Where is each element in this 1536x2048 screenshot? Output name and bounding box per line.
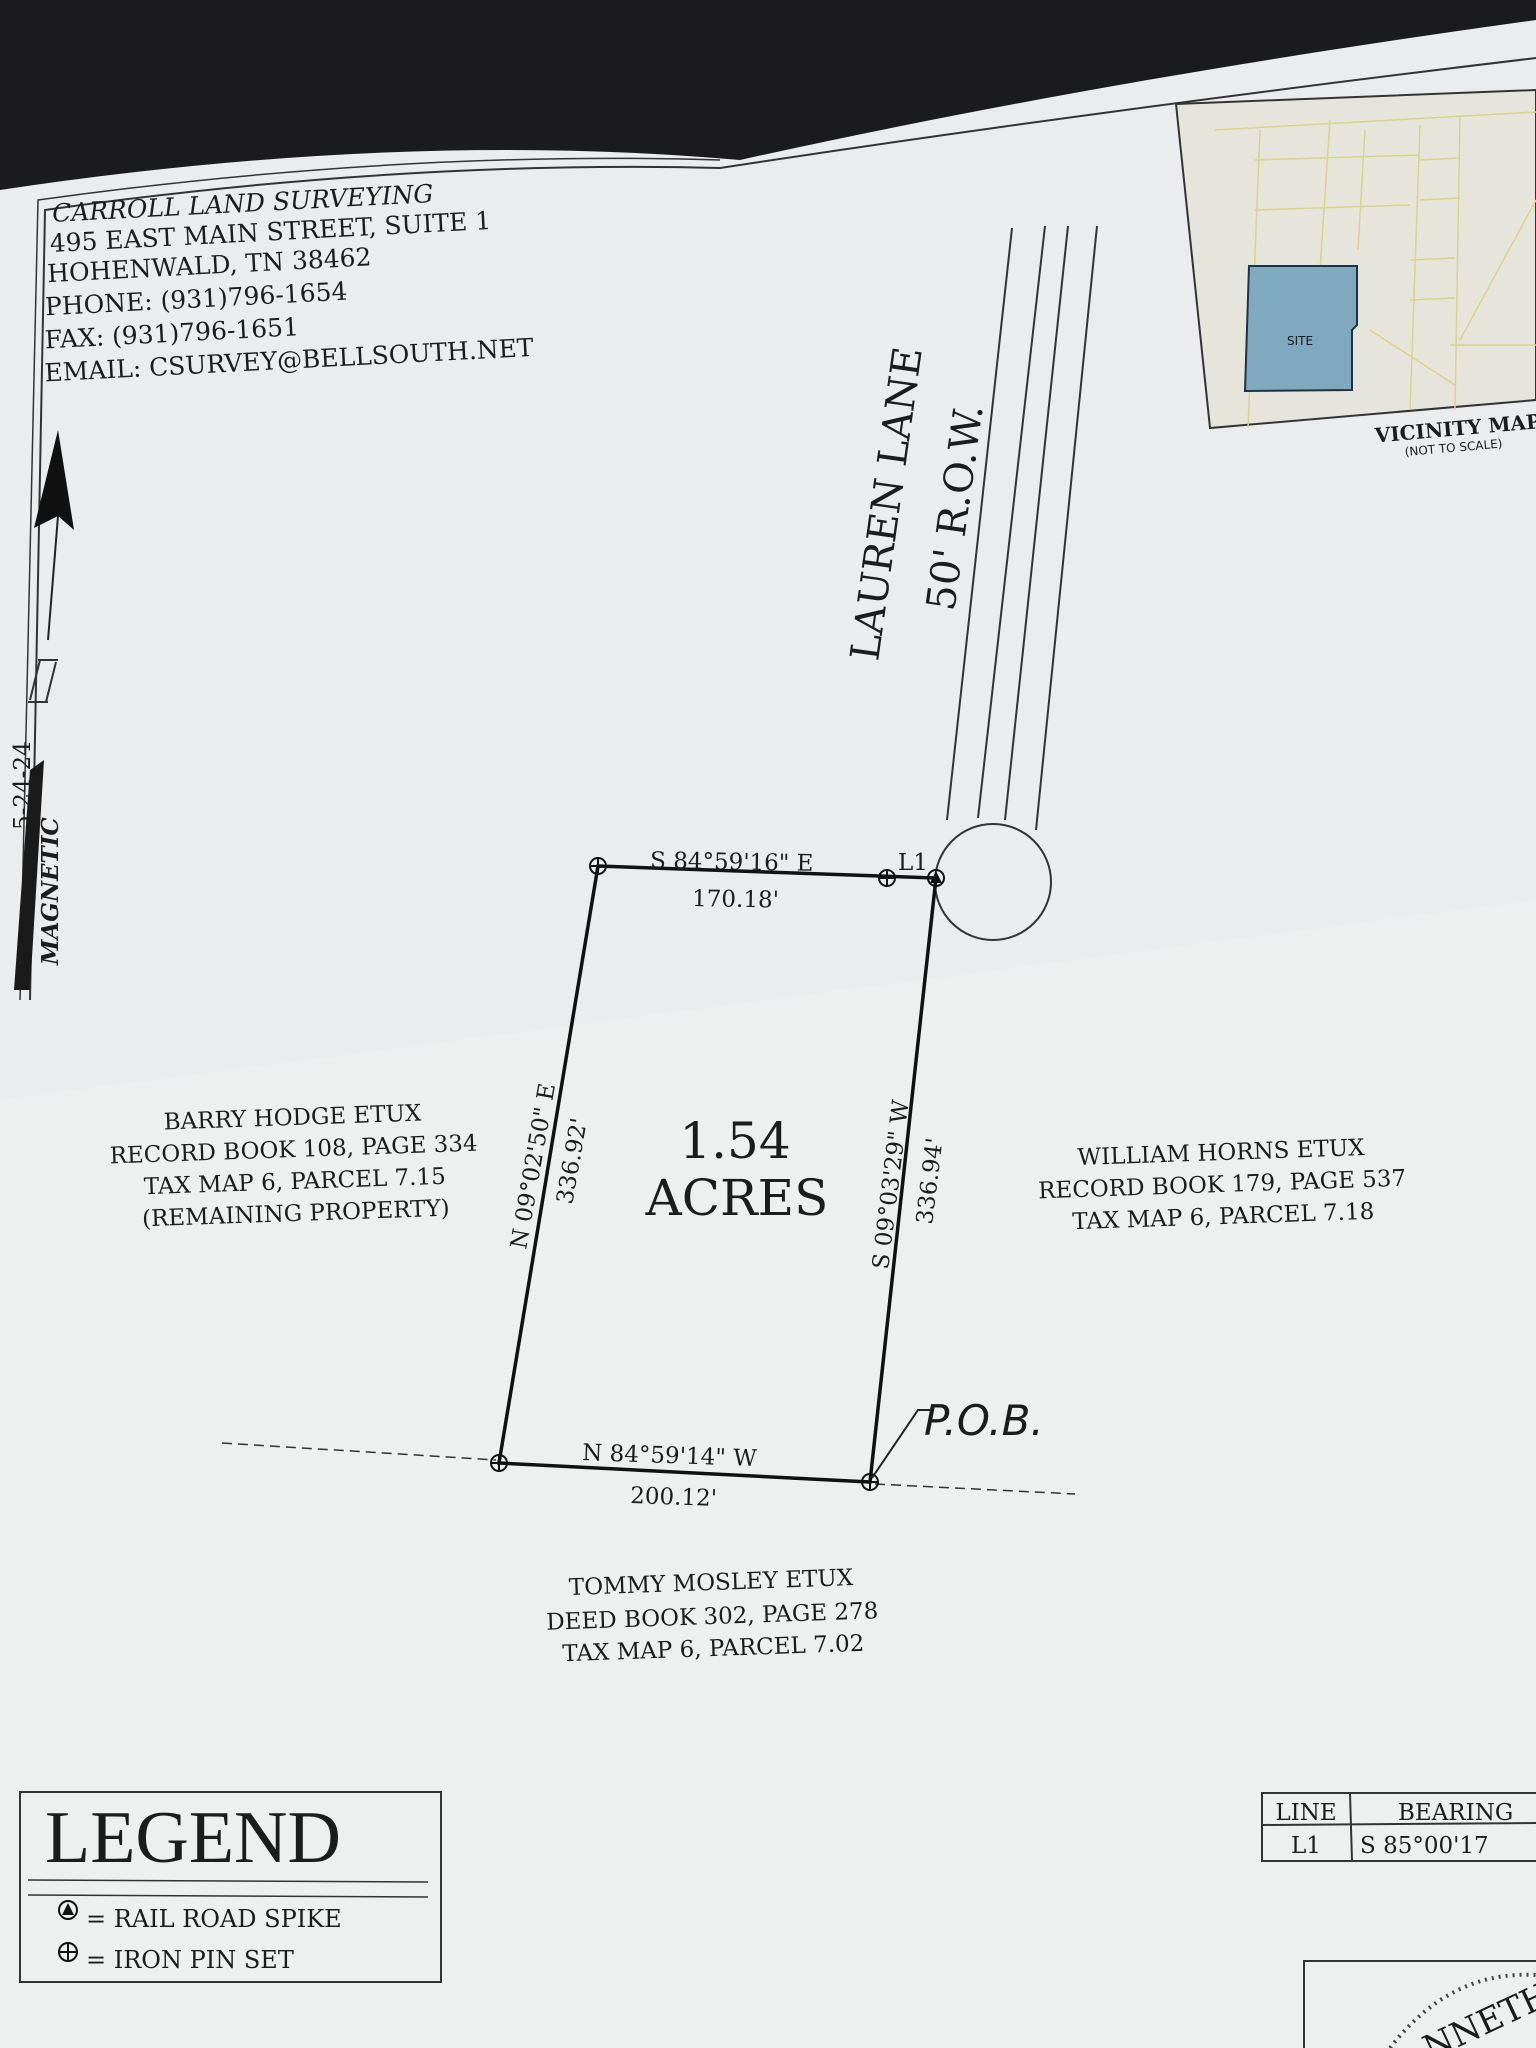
line-table-header-bearing: BEARING (1398, 1800, 1513, 1826)
rail-road-spike-icon (927, 869, 945, 887)
lauren-lane-road (934, 225, 1098, 941)
rail-road-spike-icon (58, 1900, 78, 1920)
acreage-unit: ACRES (645, 1169, 829, 1227)
iron-pin-set-icon (490, 857, 896, 1491)
magnetic-date: 5-24-24 (10, 741, 36, 830)
iron-pin-set-icon (58, 1942, 78, 1962)
legend-title: LEGEND (45, 1797, 341, 1879)
legend: LEGEND = RAIL ROAD SPIKE = IRON PIN SET (19, 1791, 442, 1983)
north-distance: 170.18' (692, 886, 779, 914)
acreage-value: 1.54 (679, 1112, 790, 1170)
line-table-cell-line: L1 (1291, 1833, 1321, 1859)
line-table: LINE BEARING L1 S 85°00'17 (1261, 1792, 1536, 1862)
sheet-border (29, 57, 1536, 1001)
line-table-cell-bearing: S 85°00'17 (1360, 1833, 1489, 1859)
south-dashed-extension-east (874, 1483, 1076, 1495)
line-table-header-line: LINE (1275, 1800, 1336, 1826)
legend-item-iron-pin-set: = IRON PIN SET (86, 1946, 294, 1974)
header-border (19, 157, 721, 1001)
pob-label: P.O.B. (924, 1396, 1044, 1445)
south-bearing: N 84°59'14" W (582, 1440, 758, 1472)
north-bearing: S 84°59'16" E (650, 848, 814, 877)
south-distance: 200.12' (630, 1483, 718, 1512)
vicinity-site-parcel (1243, 265, 1358, 393)
adjoiner-south: TOMMY MOSLEY ETUX DEED BOOK 302, PAGE 27… (546, 1565, 879, 1667)
l1-label: L1 (898, 850, 928, 876)
north-arrow-icon (14, 430, 74, 990)
vicinity-map: SITE VICINITY MAP (NOT TO SCALE) (1174, 88, 1536, 459)
south-dashed-extension (221, 1442, 497, 1461)
paper-shading (0, 900, 1536, 2048)
legend-item-rail-road-spike: = RAIL ROAD SPIKE (86, 1905, 342, 1933)
vicinity-site-label: SITE (1287, 334, 1313, 348)
pob-leader (871, 1409, 930, 1479)
adjoiner-east: WILLIAM HORNS ETUX RECORD BOOK 179, PAGE… (1038, 1135, 1407, 1235)
magnetic-label: MAGNETIC (37, 817, 64, 966)
